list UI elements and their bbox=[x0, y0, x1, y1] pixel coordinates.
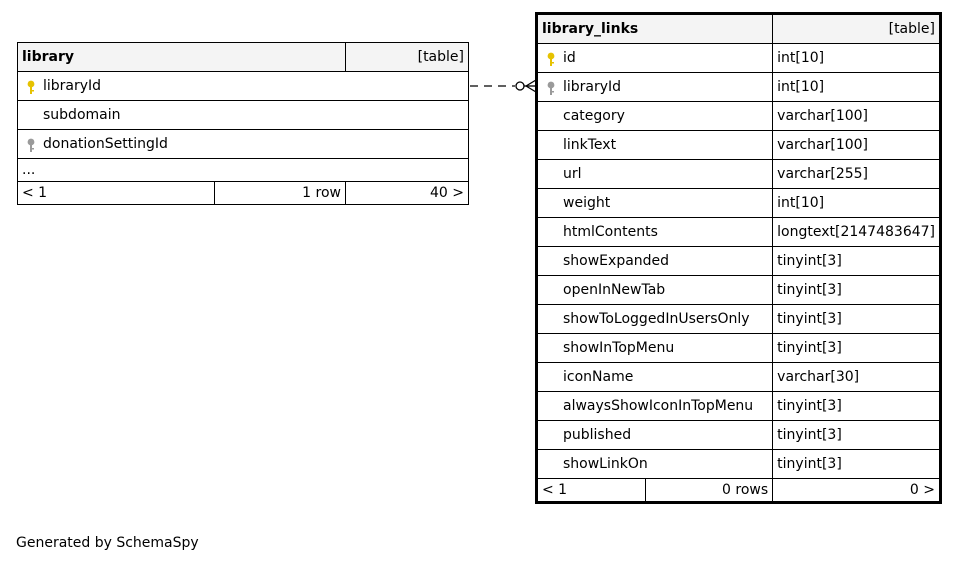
column-label: url bbox=[563, 166, 582, 182]
column-name[interactable]: published bbox=[535, 420, 774, 450]
table-row[interactable]: iconName varchar[30] bbox=[535, 362, 941, 392]
ellipsis: ... bbox=[17, 158, 469, 182]
column-name[interactable]: weight bbox=[535, 188, 774, 218]
column-type: varchar[100] bbox=[772, 101, 941, 131]
column-label: published bbox=[563, 427, 632, 443]
column-name[interactable]: linkText bbox=[535, 130, 774, 160]
table-row[interactable]: category varchar[100] bbox=[535, 101, 941, 131]
table-row[interactable]: showExpanded tinyint[3] bbox=[535, 246, 941, 276]
column-label: subdomain bbox=[43, 107, 121, 123]
column-label: category bbox=[563, 108, 625, 124]
crowfoot-upper bbox=[525, 79, 537, 87]
column-label: weight bbox=[563, 195, 611, 211]
table-row[interactable]: linkText varchar[100] bbox=[535, 130, 941, 160]
column-type: varchar[100] bbox=[772, 130, 941, 160]
child-count[interactable]: 0 > bbox=[772, 478, 941, 503]
column-type: int[10] bbox=[772, 72, 941, 102]
column-type: tinyint[3] bbox=[772, 275, 941, 305]
row-count: 1 row bbox=[214, 181, 346, 205]
column-label: alwaysShowIconInTopMenu bbox=[563, 398, 754, 414]
more-columns-row: ... bbox=[17, 158, 469, 182]
column-name[interactable]: category bbox=[535, 101, 774, 131]
column-type: longtext[2147483647] bbox=[772, 217, 941, 247]
table-kind: [table] bbox=[345, 42, 469, 72]
table-row[interactable]: id int[10] bbox=[535, 43, 941, 73]
generated-by-label: Generated by SchemaSpy bbox=[16, 535, 199, 551]
column-name[interactable]: showLinkOn bbox=[535, 449, 774, 479]
table-row[interactable]: url varchar[255] bbox=[535, 159, 941, 189]
column-label: libraryId bbox=[43, 78, 102, 94]
column-label: id bbox=[563, 50, 576, 66]
column-label: linkText bbox=[563, 137, 617, 153]
column-label: showLinkOn bbox=[563, 456, 648, 472]
column-label: showExpanded bbox=[563, 253, 670, 269]
column-type: tinyint[3] bbox=[772, 449, 941, 479]
parent-count[interactable]: < 1 bbox=[536, 478, 646, 503]
column-name[interactable]: subdomain bbox=[17, 100, 469, 130]
column-label: openInNewTab bbox=[563, 282, 666, 298]
primary-key-icon bbox=[547, 52, 555, 66]
column-name[interactable]: libraryId bbox=[17, 71, 469, 101]
primary-key-icon bbox=[27, 80, 35, 94]
column-name[interactable]: showInTopMenu bbox=[535, 333, 774, 363]
table-row[interactable]: published tinyint[3] bbox=[535, 420, 941, 450]
foreign-key-icon bbox=[547, 81, 555, 95]
column-name[interactable]: alwaysShowIconInTopMenu bbox=[535, 391, 774, 421]
column-name[interactable]: htmlContents bbox=[535, 217, 774, 247]
table-library[interactable]: library [table] libraryId subdomain donati… bbox=[17, 42, 469, 205]
column-name[interactable]: showExpanded bbox=[535, 246, 774, 276]
parent-count[interactable]: < 1 bbox=[17, 181, 215, 205]
table-name[interactable]: library_links bbox=[535, 13, 774, 44]
column-type: tinyint[3] bbox=[772, 333, 941, 363]
table-header: library [table] bbox=[17, 42, 469, 72]
column-type: tinyint[3] bbox=[772, 391, 941, 421]
table-row[interactable]: weight int[10] bbox=[535, 188, 941, 218]
column-name[interactable]: iconName bbox=[535, 362, 774, 392]
column-label: showToLoggedInUsersOnly bbox=[563, 311, 750, 327]
column-name[interactable]: donationSettingId bbox=[17, 129, 469, 159]
column-label: donationSettingId bbox=[43, 136, 168, 152]
table-row[interactable]: openInNewTab tinyint[3] bbox=[535, 275, 941, 305]
table-row[interactable]: alwaysShowIconInTopMenu tinyint[3] bbox=[535, 391, 941, 421]
column-label: iconName bbox=[563, 369, 634, 385]
table-header: library_links [table] bbox=[535, 13, 941, 44]
table-row[interactable]: htmlContents longtext[2147483647] bbox=[535, 217, 941, 247]
child-count[interactable]: 40 > bbox=[345, 181, 469, 205]
column-name[interactable]: showToLoggedInUsersOnly bbox=[535, 304, 774, 334]
table-kind: [table] bbox=[772, 13, 941, 44]
column-name[interactable]: openInNewTab bbox=[535, 275, 774, 305]
table-row[interactable]: libraryId int[10] bbox=[535, 72, 941, 102]
column-type: int[10] bbox=[772, 188, 941, 218]
column-type: varchar[255] bbox=[772, 159, 941, 189]
column-label: htmlContents bbox=[563, 224, 658, 240]
column-name[interactable]: libraryId bbox=[535, 72, 774, 102]
row-count: 0 rows bbox=[644, 478, 774, 503]
zero-marker bbox=[515, 81, 525, 91]
table-row[interactable]: donationSettingId bbox=[17, 129, 469, 159]
table-row[interactable]: showToLoggedInUsersOnly tinyint[3] bbox=[535, 304, 941, 334]
column-name[interactable]: url bbox=[535, 159, 774, 189]
column-type: tinyint[3] bbox=[772, 420, 941, 450]
foreign-key-icon bbox=[27, 138, 35, 152]
crowfoot-lower bbox=[525, 85, 537, 93]
column-type: tinyint[3] bbox=[772, 246, 941, 276]
table-name[interactable]: library bbox=[17, 42, 346, 72]
column-type: int[10] bbox=[772, 43, 941, 73]
table-row[interactable]: showLinkOn tinyint[3] bbox=[535, 449, 941, 479]
column-name[interactable]: id bbox=[535, 43, 774, 73]
table-row[interactable]: showInTopMenu tinyint[3] bbox=[535, 333, 941, 363]
column-type: tinyint[3] bbox=[772, 304, 941, 334]
column-label: libraryId bbox=[563, 79, 622, 95]
column-type: varchar[30] bbox=[772, 362, 941, 392]
table-row[interactable]: libraryId bbox=[17, 71, 469, 101]
table-row[interactable]: subdomain bbox=[17, 100, 469, 130]
column-label: showInTopMenu bbox=[563, 340, 675, 356]
